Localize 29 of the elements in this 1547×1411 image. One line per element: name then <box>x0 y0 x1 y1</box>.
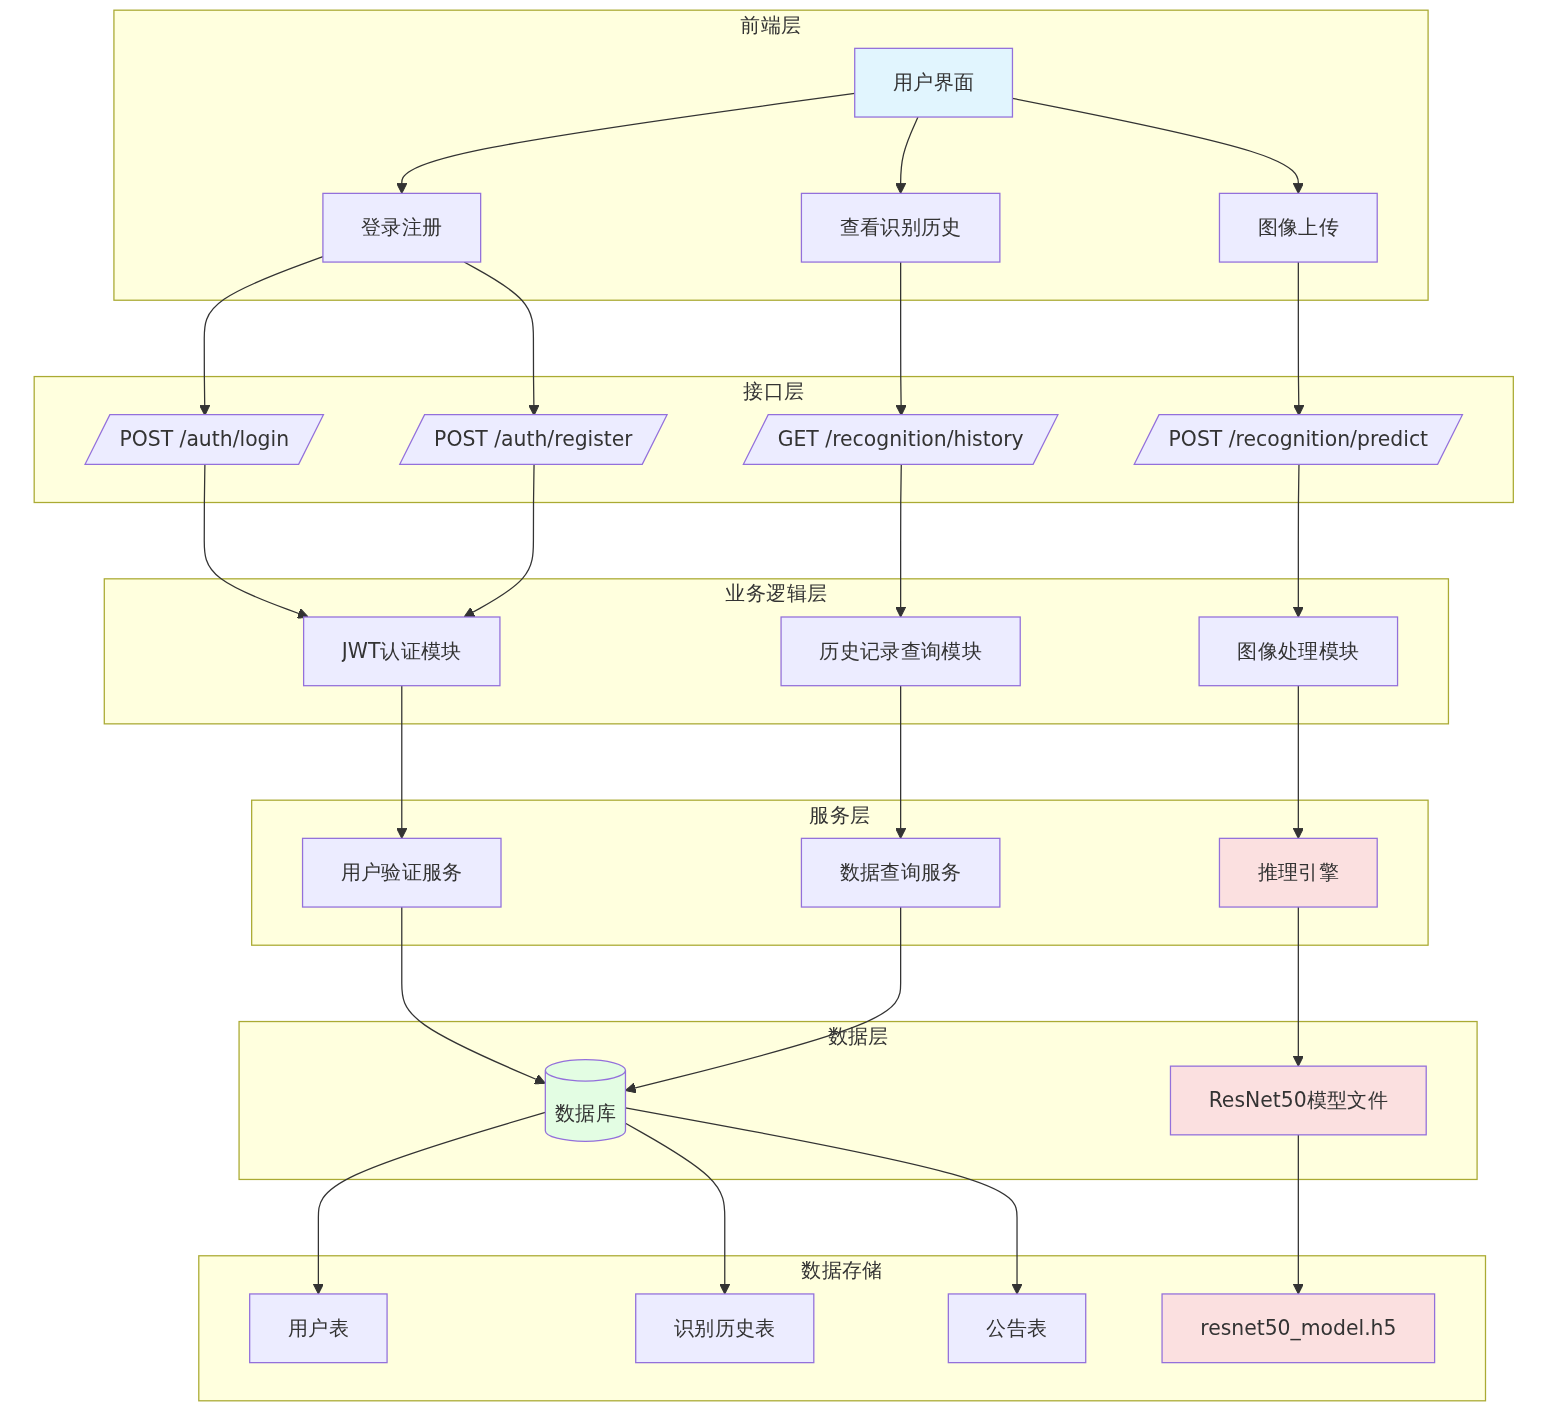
arrow <box>894 116 919 194</box>
arrow <box>894 685 906 839</box>
arrow <box>894 464 906 618</box>
arrow <box>1292 685 1304 839</box>
arrow <box>1292 1134 1304 1295</box>
node-box: 用户界面 <box>853 47 1013 118</box>
arrow <box>624 1122 731 1295</box>
node-box: 公告表 <box>947 1293 1087 1364</box>
node-box: 用户表 <box>248 1293 388 1364</box>
arrow <box>1292 464 1304 618</box>
arrow <box>463 464 535 618</box>
arrow <box>395 685 408 839</box>
node-box: 图像处理模块 <box>1198 616 1398 687</box>
node-box: 用户验证服务 <box>301 837 502 908</box>
node-box: 识别历史表 <box>634 1293 815 1364</box>
arrow <box>624 1107 1023 1295</box>
node-box: 查看识别历史 <box>800 192 1001 263</box>
arrow <box>624 906 902 1094</box>
node-box: 数据查询服务 <box>800 837 1001 908</box>
arrow <box>312 1111 546 1295</box>
arrow <box>203 464 309 619</box>
node-box: ResNet50模型文件 <box>1169 1065 1427 1136</box>
arrow <box>400 906 546 1085</box>
node-box: resnet50_model.h5 <box>1161 1293 1435 1364</box>
node-box: 登录注册 <box>322 192 482 263</box>
node-box: 图像上传 <box>1218 192 1378 263</box>
arrow <box>1292 906 1304 1067</box>
node-box: 推理引擎 <box>1218 837 1378 908</box>
node-box: 历史记录查询模块 <box>780 616 1021 687</box>
